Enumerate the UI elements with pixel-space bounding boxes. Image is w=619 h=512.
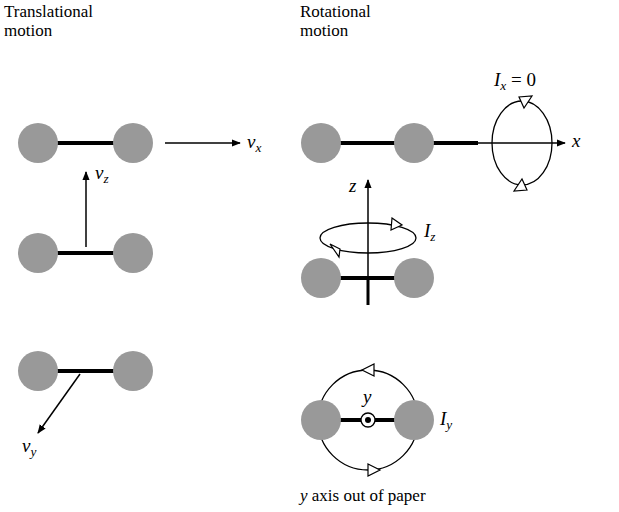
axis-stub [367, 278, 370, 305]
x-axis [414, 142, 565, 144]
subscript: z [103, 171, 108, 186]
velocity-arrow [38, 374, 80, 433]
subscript: x [500, 78, 506, 93]
molecule [18, 351, 153, 391]
rotation-arrowhead [368, 464, 380, 476]
column-heading: Rotational motion [300, 3, 392, 40]
atom [18, 351, 58, 391]
moment-label: Ix = 0 [494, 70, 536, 91]
atom [18, 123, 58, 163]
rotation-arrowhead [362, 364, 374, 376]
atom [394, 123, 434, 163]
rotation-loop [492, 101, 552, 185]
velocity-label: vy [22, 436, 36, 457]
axis-label: z [349, 176, 356, 197]
column-heading: Translational motion [4, 3, 114, 40]
velocity-arrow [85, 172, 87, 247]
atom [113, 233, 153, 273]
axis-label: y [363, 387, 371, 408]
atom [301, 258, 341, 298]
caption: y axis out of paper [300, 487, 426, 506]
subscript: z [430, 229, 435, 244]
subscript: y [446, 417, 452, 432]
rotation-arrowhead [391, 218, 402, 230]
velocity-label: vz [95, 163, 109, 184]
moment-label: Iz [424, 221, 436, 242]
subscript: y [30, 444, 36, 459]
axis-label: x [572, 131, 580, 152]
axis-out-dot [365, 417, 371, 423]
rotation-arrowhead [519, 96, 532, 108]
velocity-arrow [165, 142, 240, 144]
caption-rest: axis out of paper [308, 486, 426, 505]
label-rest: = 0 [506, 69, 536, 90]
molecule [301, 123, 434, 163]
atom [113, 351, 153, 391]
moment-label: Iy [440, 409, 452, 430]
z-axis [367, 180, 369, 305]
atom [301, 400, 341, 440]
axis-out-symbol [361, 413, 375, 427]
atom [301, 123, 341, 163]
subscript: x [255, 140, 261, 155]
atom [394, 400, 434, 440]
rotation-arrowhead [514, 179, 527, 191]
axis-letter: y [300, 486, 308, 505]
molecule [18, 123, 153, 163]
velocity-label: vx [247, 132, 261, 153]
atom [113, 123, 153, 163]
molecule [301, 258, 434, 298]
rotation-arrowhead [330, 244, 340, 257]
atom [394, 258, 434, 298]
atom [18, 233, 58, 273]
